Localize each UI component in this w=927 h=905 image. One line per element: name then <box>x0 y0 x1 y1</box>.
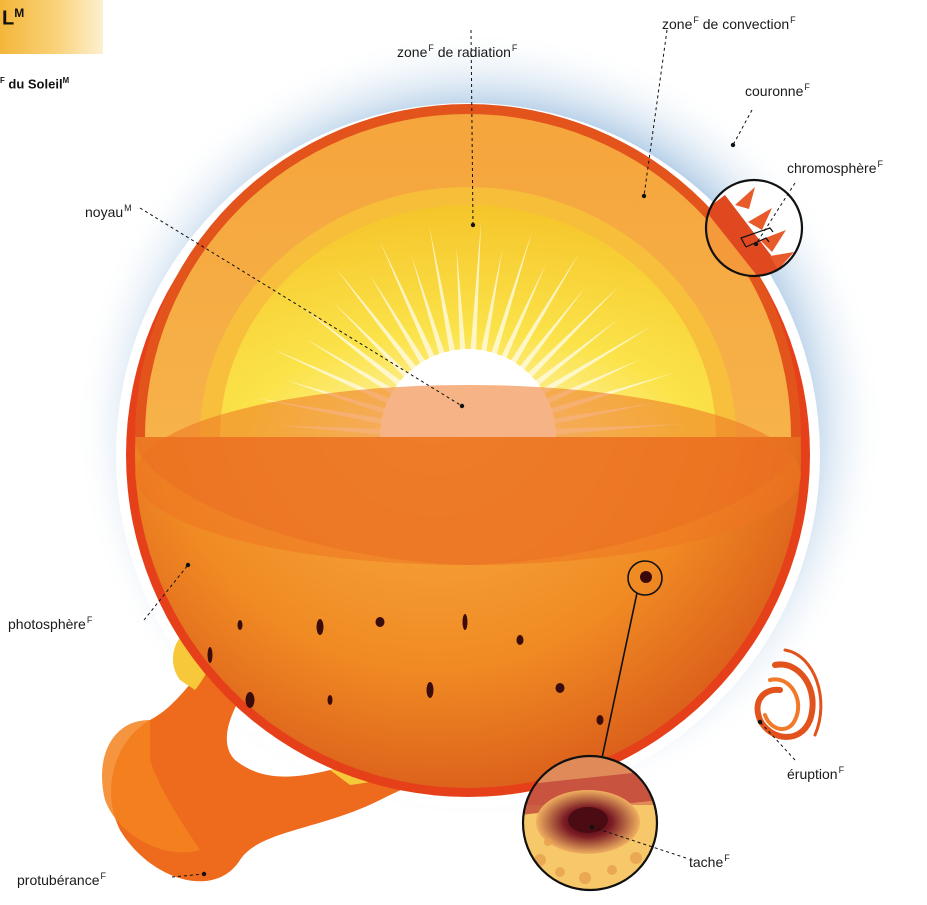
label-chromosphere: chromosphèreF <box>787 156 883 176</box>
photosphere-spot <box>328 695 333 705</box>
photosphere-spot <box>463 614 468 630</box>
page-subtitle: F du SoleilM <box>0 76 69 91</box>
photosphere-spot <box>246 692 255 708</box>
label-suffix-gender: F <box>790 15 796 25</box>
subtitle-prefix: F <box>0 76 5 85</box>
label-text: couronne <box>745 83 803 99</box>
photosphere-spot <box>376 617 385 627</box>
subtitle-gender: M <box>63 76 70 85</box>
photosphere-spot <box>517 635 524 645</box>
subtitle-text: du Soleil <box>8 76 62 91</box>
photosphere-spot <box>556 683 565 693</box>
label-gender: F <box>878 159 884 169</box>
label-text: zone <box>662 16 692 32</box>
label-gender: F <box>839 765 845 775</box>
label-convection-zone: zoneF de convectionF <box>662 12 796 32</box>
label-text: photosphère <box>8 616 86 632</box>
label-text: chromosphère <box>787 160 877 176</box>
label-photosphere: photosphèreF <box>8 612 92 632</box>
label-suffix-gender: F <box>512 43 518 53</box>
sun-sphere <box>126 104 810 797</box>
photosphere-spot <box>208 647 213 663</box>
label-gender: F <box>428 43 434 53</box>
photosphere-spot <box>238 620 243 630</box>
label-suffix: de convection <box>703 16 789 32</box>
label-gender: F <box>101 871 107 881</box>
label-gender: M <box>124 203 132 213</box>
photosphere-spot <box>317 619 324 635</box>
page-title-gender: M <box>14 6 24 20</box>
label-gender: F <box>724 853 730 863</box>
label-prominence: protubéranceF <box>17 868 106 888</box>
photosphere-spot <box>427 682 434 698</box>
label-text: zone <box>397 44 427 60</box>
label-text: protubérance <box>17 872 100 888</box>
label-corona: couronneF <box>745 79 810 99</box>
label-text: tache <box>689 854 723 870</box>
label-sunspot: tacheF <box>689 850 730 870</box>
label-radiation-zone: zoneF de radiationF <box>397 40 517 60</box>
label-eruption: éruptionF <box>787 762 844 782</box>
photosphere-spot <box>597 715 604 725</box>
label-text: éruption <box>787 766 838 782</box>
page-title: LM <box>2 6 24 31</box>
label-suffix: de radiation <box>438 44 511 60</box>
label-gender: F <box>804 82 810 92</box>
label-text: noyau <box>85 204 123 220</box>
page-title-text: L <box>2 8 14 30</box>
label-gender: F <box>693 15 699 25</box>
label-core: noyauM <box>85 200 132 220</box>
label-gender: F <box>87 615 93 625</box>
